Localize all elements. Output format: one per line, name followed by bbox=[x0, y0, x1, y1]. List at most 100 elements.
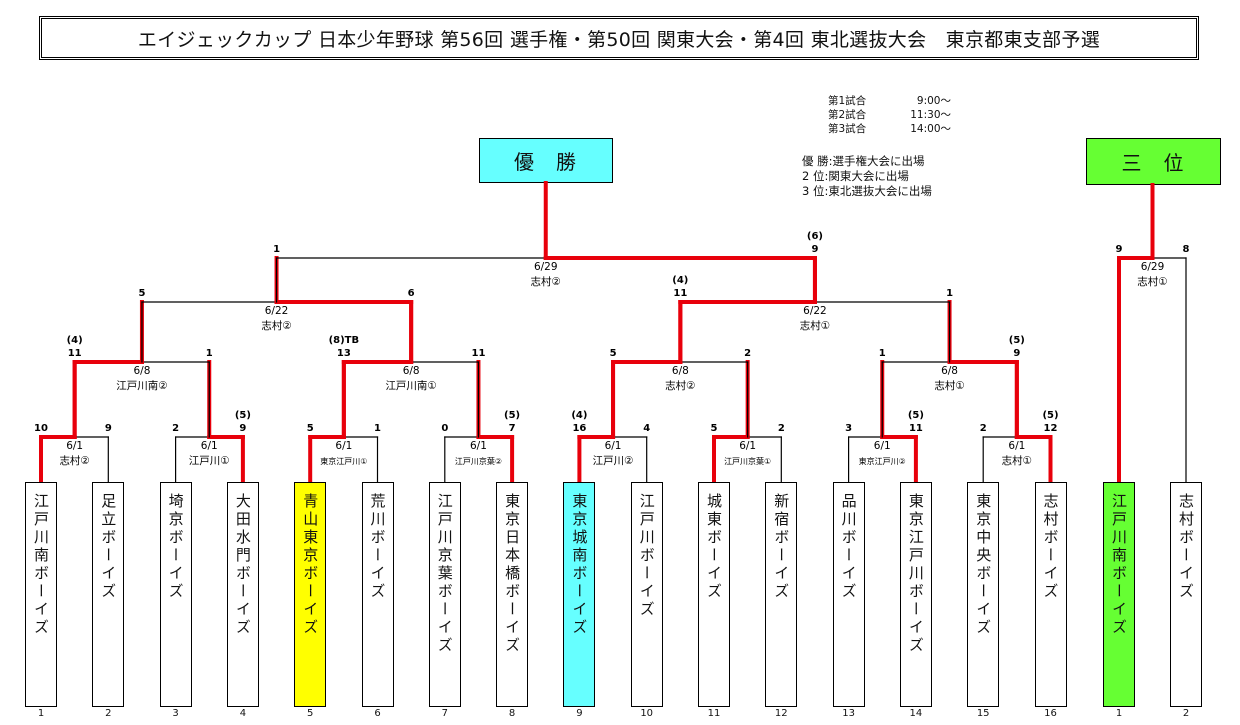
team-slot: 東京中央ボーイズ bbox=[967, 482, 1000, 707]
score-left: 5 bbox=[711, 423, 718, 434]
team-slot: 志村ボーイズ bbox=[1034, 482, 1067, 707]
seed-number: 14 bbox=[909, 708, 923, 719]
schedule-label: 第1試合 bbox=[828, 95, 867, 107]
match-date: 6/29 bbox=[1141, 261, 1165, 273]
match-date: 6/1 bbox=[605, 440, 622, 452]
score-left: 5 bbox=[307, 423, 314, 434]
team-slot: 東京日本橋ボーイズ bbox=[496, 482, 529, 707]
schedule-label: 第3試合 bbox=[828, 123, 867, 135]
schedule-row: 第1試合 9:00〜 bbox=[828, 94, 951, 108]
seed-number: 1 bbox=[1115, 708, 1123, 719]
schedule-time: 11:30〜 bbox=[910, 109, 951, 121]
team-slot: 荒川ボーイズ bbox=[361, 482, 394, 707]
score-note: (4) bbox=[571, 410, 587, 421]
team-name: 江戸川南ボーイズ bbox=[1110, 493, 1128, 637]
score-left: 5 bbox=[138, 288, 145, 299]
score-left: 1 bbox=[879, 348, 886, 359]
match-date: 6/22 bbox=[265, 305, 289, 317]
team-slot: 江戸川ボーイズ bbox=[630, 482, 663, 707]
seed-number: 11 bbox=[707, 708, 721, 719]
score-right: 4 bbox=[643, 423, 650, 434]
seed-number: 3 bbox=[172, 708, 179, 719]
team-name: 東京日本橋ボーイズ bbox=[503, 493, 522, 655]
score-note: (5) bbox=[1042, 410, 1058, 421]
score-note: (5) bbox=[1009, 335, 1025, 346]
seed-number: 4 bbox=[239, 708, 247, 719]
team-name: 東京中央ボーイズ bbox=[974, 493, 993, 637]
score-left: 2 bbox=[172, 423, 179, 434]
seed-number: 1 bbox=[37, 708, 45, 719]
team-name: 東京江戸川ボーイズ bbox=[906, 493, 925, 655]
score-left: 16 bbox=[572, 423, 586, 434]
team-name: 江戸川ボーイズ bbox=[637, 493, 656, 619]
team-slot: 青山東京ボーイズ bbox=[294, 482, 327, 707]
score-left: 1 bbox=[273, 244, 280, 255]
seed-number: 13 bbox=[842, 708, 855, 719]
score-right: 1 bbox=[206, 348, 213, 359]
score-right: 9 bbox=[1013, 348, 1020, 359]
score-right: 12 bbox=[1044, 423, 1058, 434]
match-venue: 江戸川南① bbox=[385, 379, 436, 392]
match-venue: 江戸川② bbox=[593, 455, 634, 467]
match-venue: 志村① bbox=[1002, 454, 1032, 467]
match-date: 6/8 bbox=[133, 365, 150, 377]
team-slot: 品川ボーイズ bbox=[832, 482, 865, 707]
team-slot: 江戸川京葉ボーイズ bbox=[428, 482, 461, 707]
score-right: 9 bbox=[105, 423, 112, 434]
score-left: 11 bbox=[673, 288, 687, 299]
team-name: 江戸川京葉ボーイズ bbox=[435, 493, 454, 655]
match-venue: 東京江戸川① bbox=[320, 456, 367, 466]
team-name: 品川ボーイズ bbox=[839, 493, 858, 601]
team-slot: 城東ボーイズ bbox=[698, 482, 730, 707]
match-date: 6/8 bbox=[672, 365, 689, 377]
seed-number: 6 bbox=[374, 708, 381, 719]
score-note: (4) bbox=[67, 335, 83, 346]
legend-item: 優 勝:選手権大会に出場 bbox=[802, 154, 925, 168]
team-name: 荒川ボーイズ bbox=[368, 493, 387, 601]
score-left: 3 bbox=[845, 423, 852, 434]
score-right: 2 bbox=[744, 348, 751, 359]
team-slot: 東京城南ボーイズ bbox=[563, 482, 596, 707]
match-venue: 江戸川京葉① bbox=[724, 456, 771, 466]
score-right: 1 bbox=[374, 423, 381, 434]
seed-number: 16 bbox=[1044, 708, 1057, 719]
score-right: 11 bbox=[471, 348, 485, 359]
match-date: 6/8 bbox=[941, 365, 958, 377]
third-place-box: 三位 bbox=[1086, 138, 1221, 185]
seed-number: 2 bbox=[105, 708, 112, 719]
match-date: 6/1 bbox=[66, 440, 83, 452]
score-left: 5 bbox=[610, 348, 617, 359]
seed-number: 2 bbox=[1182, 708, 1190, 719]
match-venue: 志村② bbox=[261, 319, 291, 332]
tournament-title: エイジェックカップ 日本少年野球 第56回 選手権・第50回 関東大会・第4回 … bbox=[39, 16, 1199, 60]
match-date: 6/8 bbox=[403, 365, 420, 377]
score-right: 1 bbox=[946, 288, 953, 299]
team-slot: 志村ボーイズ bbox=[1170, 482, 1202, 707]
score-note: (6) bbox=[807, 231, 823, 242]
match-venue: 志村① bbox=[800, 319, 830, 332]
score-right: 11 bbox=[909, 423, 923, 434]
team-slot: 東京江戸川ボーイズ bbox=[899, 482, 932, 707]
team-slot: 江戸川南ボーイズ bbox=[25, 482, 57, 707]
team-slot: 新宿ボーイズ bbox=[765, 482, 798, 707]
score-right: 9 bbox=[239, 423, 246, 434]
match-venue: 志村① bbox=[1137, 275, 1167, 288]
schedule-time: 9:00〜 bbox=[916, 95, 951, 107]
score-left: 2 bbox=[980, 423, 987, 434]
match-venue: 志村② bbox=[531, 275, 561, 288]
match-venue: 東京江戸川② bbox=[859, 456, 906, 466]
team-slot: 江戸川南ボーイズ bbox=[1103, 482, 1135, 707]
score-note: (5) bbox=[235, 410, 251, 421]
team-slot: 足立ボーイズ bbox=[92, 482, 125, 707]
score-right: 8 bbox=[1183, 244, 1190, 255]
team-slot: 大田水門ボーイズ bbox=[226, 482, 259, 707]
team-name: 青山東京ボーイズ bbox=[301, 493, 320, 637]
score-left: 9 bbox=[1116, 244, 1123, 255]
match-venue: 志村② bbox=[59, 454, 89, 467]
team-name: 東京城南ボーイズ bbox=[570, 493, 589, 637]
team-name: 新宿ボーイズ bbox=[772, 493, 791, 601]
seed-number: 8 bbox=[508, 708, 516, 719]
score-note: (4) bbox=[672, 275, 688, 286]
